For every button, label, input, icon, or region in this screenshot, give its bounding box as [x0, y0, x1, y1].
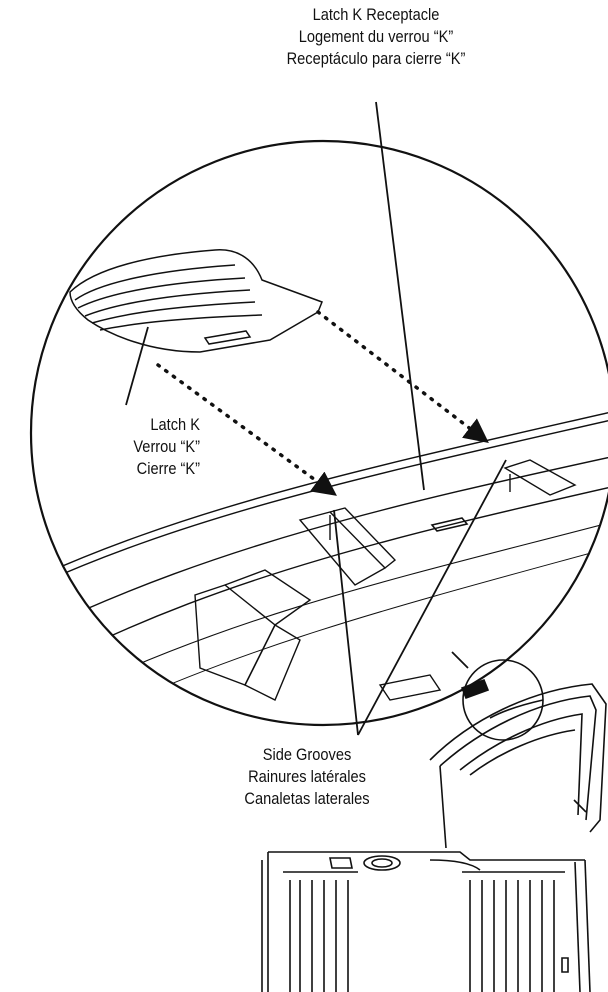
latch-label-fr: Verrou “K” — [133, 437, 200, 456]
receptacle-label-en: Latch K Receptacle — [312, 5, 440, 24]
source-detail-circle — [460, 659, 544, 741]
receptacle-label: Latch K Receptacle Logement du verrou “K… — [251, 4, 500, 70]
receptacle-label-fr: Logement du verrou “K” — [298, 27, 454, 46]
grooves-label-fr: Rainures latérales — [248, 767, 366, 786]
latch-label: Latch K Verrou “K” Cierre “K” — [71, 414, 200, 480]
grooves-label-es: Canaletas laterales — [244, 789, 370, 808]
leader-lines — [125, 101, 507, 736]
latch-label-en: Latch K — [150, 415, 200, 434]
container-illustration — [261, 683, 607, 992]
latch-label-es: Cierre “K” — [136, 459, 200, 478]
grooves-label-en: Side Grooves — [262, 745, 352, 764]
latch-k-part — [69, 249, 323, 353]
grooves-label: Side Grooves Rainures latérales Canaleta… — [200, 744, 415, 810]
alignment-arrows — [156, 310, 489, 496]
receptacle-label-es: Receptáculo para cierre “K” — [286, 49, 466, 68]
